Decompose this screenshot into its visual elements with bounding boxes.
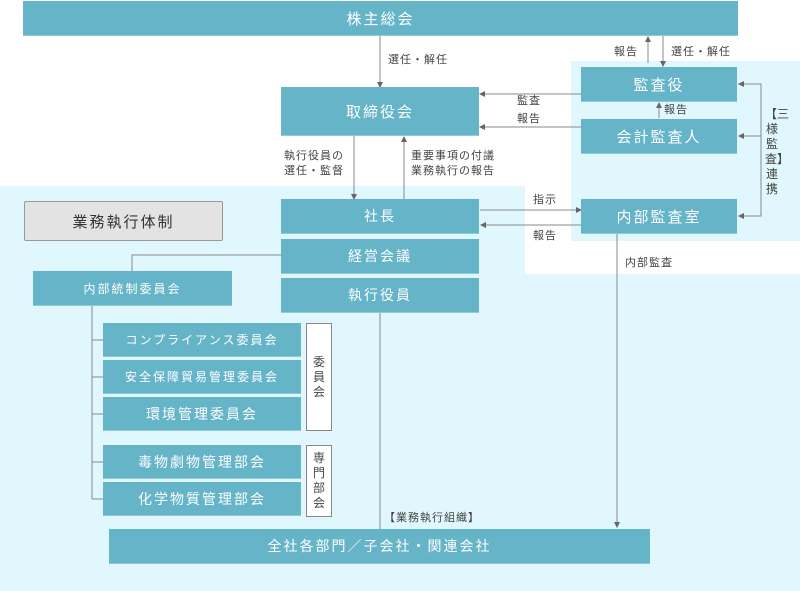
compliance-committee-label: コンプライアンス委員会 [125,333,279,347]
auditors-box: 監査役 [581,67,737,102]
edge-meeting-to-control [131,254,281,272]
committees-text: 委員会 [312,354,325,399]
label-report-to-shareholders: 報告 [614,45,638,58]
label-instruction: 指示 [533,193,557,206]
label-appoint-dismiss-board: 選任・解任 [388,53,448,66]
label-audit: 監査 [517,94,541,107]
management-meeting-box: 経営会議 [281,239,479,274]
all-departments-label: 全社各部門／子会社・関連会社 [267,539,492,555]
internal-audit-office-label: 内部監査室 [616,207,702,226]
security-trade-committee-label: 安全保障貿易管理委員会 [124,370,279,384]
management-meeting-label: 経営会議 [348,249,412,265]
label-important-matters-1: 重要事項の付議 [411,149,495,162]
label-three-way-audit: 【三様監査】連携 [765,107,790,196]
committees-group-label: 委員会 [306,323,332,431]
label-exec-appoint-2: 選任・監督 [284,164,344,177]
shareholders-meeting-label: 株主総会 [346,9,415,28]
compliance-committee-box: コンプライアンス委員会 [103,323,301,357]
label-internal-audit: 内部監査 [625,256,673,269]
president-label: 社長 [364,209,396,225]
accounting-auditor-label: 会計監査人 [616,127,702,146]
panel-gap [525,241,800,274]
environment-committee-label: 環境管理委員会 [146,406,258,423]
security-trade-committee-box: 安全保障貿易管理委員会 [103,360,301,394]
poison-subcommittee-label: 毒物劇物管理部会 [138,454,266,471]
poison-subcommittee-box: 毒物劇物管理部会 [103,445,301,479]
president-box: 社長 [281,199,479,234]
label-report-accounting: 報告 [664,103,688,116]
business-execution-system-title: 業務執行体制 [24,201,223,241]
environment-committee-box: 環境管理委員会 [103,397,301,431]
label-important-matters-2: 業務執行の報告 [411,164,495,177]
board-of-directors-box: 取締役会 [281,87,479,136]
panel-fill [480,186,525,274]
accounting-auditor-box: 会計監査人 [581,119,737,154]
all-departments-box: 全社各部門／子会社・関連会社 [109,529,650,564]
subcommittees-group-label: 専門部会 [306,445,332,517]
label-business-org: 【業務執行組織】 [384,511,480,524]
executive-officers-label: 執行役員 [348,288,412,304]
business-execution-system-label: 業務執行体制 [72,212,175,231]
board-label: 取締役会 [345,102,414,121]
shareholders-meeting-box: 株主総会 [23,1,738,36]
edge-three-way-bracket [738,83,762,217]
internal-audit-office-box: 内部監査室 [581,199,737,234]
label-exec-appoint-1: 執行役員の [284,149,344,162]
internal-control-committee-box: 内部統制委員会 [33,271,232,306]
internal-control-committee-label: 内部統制委員会 [83,281,182,296]
auditors-label: 監査役 [633,75,685,94]
chemical-subcommittee-label: 化学物質管理部会 [138,491,266,508]
subcommittees-text: 専門部会 [312,451,325,510]
chemical-subcommittee-box: 化学物質管理部会 [103,482,301,516]
executive-officers-box: 執行役員 [281,278,479,313]
label-report-auditor-to-board: 報告 [517,112,541,125]
label-appoint-dismiss-auditors: 選任・解任 [671,45,731,58]
label-internal-report: 報告 [533,229,557,242]
